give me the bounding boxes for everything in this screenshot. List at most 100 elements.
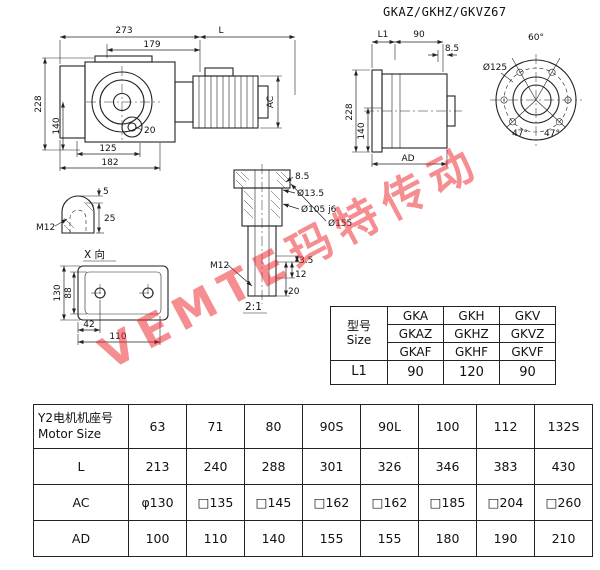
table-cell: GKV (499, 306, 556, 325)
dim-AC: AC (266, 96, 276, 108)
table-cell: GKH (443, 306, 500, 325)
table-cell: 100 (418, 404, 477, 449)
table-cell: 288 (244, 448, 303, 485)
dim-d105j6: Ø105 j6 (301, 204, 337, 215)
dim-AD: AD (401, 154, 414, 164)
dim-8-5-shaft: 8.5 (295, 172, 309, 182)
table-cell: 210 (534, 520, 593, 557)
table-cell: GKAF (387, 342, 444, 361)
size-label-cn: 型号 (346, 318, 371, 333)
row-label-AC: AC (33, 484, 129, 521)
table-cell: 63 (128, 404, 187, 449)
table-cell: 140 (244, 520, 303, 557)
table-row: GKAF GKHF GKVF (331, 342, 556, 361)
dim-140: 140 (52, 117, 62, 134)
table-cell: GKAZ (387, 324, 444, 343)
motor-size-label-en: Motor Size (38, 426, 102, 441)
table-cell: 346 (418, 448, 477, 485)
table-cell: 120 (443, 360, 500, 385)
table-cell: 100 (128, 520, 187, 557)
dim-140-side: 140 (357, 122, 367, 139)
dim-d155: Ø155 (328, 218, 352, 229)
table-cell: 132S (534, 404, 593, 449)
table-cell: GKVZ (499, 324, 556, 343)
table-cell: 180 (418, 520, 477, 557)
motor-dimension-table: Y2电机机座号 Motor Size 63 71 80 90S 90L 100 … (33, 404, 593, 557)
dim-130: 130 (53, 284, 63, 301)
table-cell: GKHF (443, 342, 500, 361)
table-cell: 190 (476, 520, 535, 557)
table-row: AD 100 110 140 155 155 180 190 210 (33, 520, 593, 557)
row-label-AD: AD (33, 520, 129, 557)
table-cell: 301 (302, 448, 361, 485)
motor-size-header-cell: Y2电机机座号 Motor Size (33, 404, 129, 449)
dim-47deg-left: 47° (512, 129, 528, 139)
model-size-table: 型号 Size GKA GKH GKV GKAZ GKHZ GKVZ GKAF … (330, 306, 556, 385)
drawing-canvas: 273 L 179 228 140 125 18 (34, 26, 582, 345)
front-view-drawing: 273 L 179 228 140 125 18 (34, 26, 296, 171)
table-cell: GKVF (499, 342, 556, 361)
dim-L: L (218, 26, 223, 36)
dim-47deg-right: 47° (544, 129, 560, 139)
table-cell: 90 (387, 360, 444, 385)
table-cell: 110 (186, 520, 245, 557)
side-view-drawing: L1 90 8.5 228 140 AD (345, 30, 462, 167)
table-cell: φ130 (128, 484, 187, 521)
dim-M12-key: M12 (36, 223, 55, 233)
table-cell: □260 (534, 484, 593, 521)
flange-view-drawing: 60° Ø125 47° 47° (483, 33, 582, 146)
table-cell: □145 (244, 484, 303, 521)
dim-8-5: 8.5 (445, 44, 459, 54)
dim-110: 110 (109, 332, 126, 342)
table-cell: 80 (244, 404, 303, 449)
row-label-L: L (33, 448, 129, 485)
dim-L1: L1 (378, 30, 389, 40)
table-cell: GKA (387, 306, 444, 325)
dim-42: 42 (83, 320, 94, 330)
table-cell: 112 (476, 404, 535, 449)
table-cell: 90 (499, 360, 556, 385)
table-cell: 430 (534, 448, 593, 485)
dim-12: 12 (295, 270, 306, 280)
table-cell: 213 (128, 448, 187, 485)
x-view-label: X 向 (84, 248, 105, 261)
l1-label-cell: L1 (330, 360, 388, 385)
table-cell: 326 (360, 448, 419, 485)
table-row: Y2电机机座号 Motor Size 63 71 80 90S 90L 100 … (33, 404, 593, 449)
dim-d125: Ø125 (483, 62, 507, 73)
dim-5: 5 (103, 187, 109, 197)
table-cell: 90L (360, 404, 419, 449)
dim-M12-shaft: M12 (210, 261, 229, 271)
dim-88: 88 (64, 287, 74, 299)
table-row: L1 90 120 90 (330, 360, 556, 385)
size-label-en: Size (346, 332, 372, 347)
dim-3-5: 3.5 (299, 256, 313, 266)
dim-20-shaft: 20 (288, 287, 300, 297)
size-table-header-cell: 型号 Size (330, 306, 388, 361)
dim-273: 273 (115, 26, 132, 36)
dim-25: 25 (104, 214, 115, 224)
table-row: GKAZ GKHZ GKVZ (331, 324, 556, 343)
dim-179: 179 (143, 40, 160, 50)
dim-d13-5: Ø13.5 (297, 188, 324, 199)
dim-20: 20 (144, 126, 156, 136)
dim-182: 182 (101, 158, 118, 168)
dim-228: 228 (34, 95, 44, 112)
shaft-detail-drawing: 8.5 Ø13.5 Ø105 j6 Ø155 M12 3.5 12 20 2:1 (210, 164, 352, 314)
table-cell: 90S (302, 404, 361, 449)
table-cell: 155 (302, 520, 361, 557)
table-row: AC φ130 □135 □145 □162 □162 □185 □204 □2… (33, 484, 593, 521)
table-cell: GKHZ (443, 324, 500, 343)
detail-scale-label: 2:1 (245, 301, 262, 313)
dim-90: 90 (413, 30, 425, 40)
table-row: L 213 240 288 301 326 346 383 430 (33, 448, 593, 485)
table-row: 型号 Size GKA GKH GKV (330, 306, 556, 361)
x-view-drawing: X 向 130 88 42 (53, 248, 169, 345)
table-cell: □204 (476, 484, 535, 521)
key-detail-drawing: 5 25 M12 (36, 187, 115, 234)
dim-60deg: 60° (528, 33, 544, 43)
table-cell: 155 (360, 520, 419, 557)
drawing-title: GKAZ/GKHZ/GKVZ67 (383, 5, 507, 19)
table-cell: □162 (360, 484, 419, 521)
